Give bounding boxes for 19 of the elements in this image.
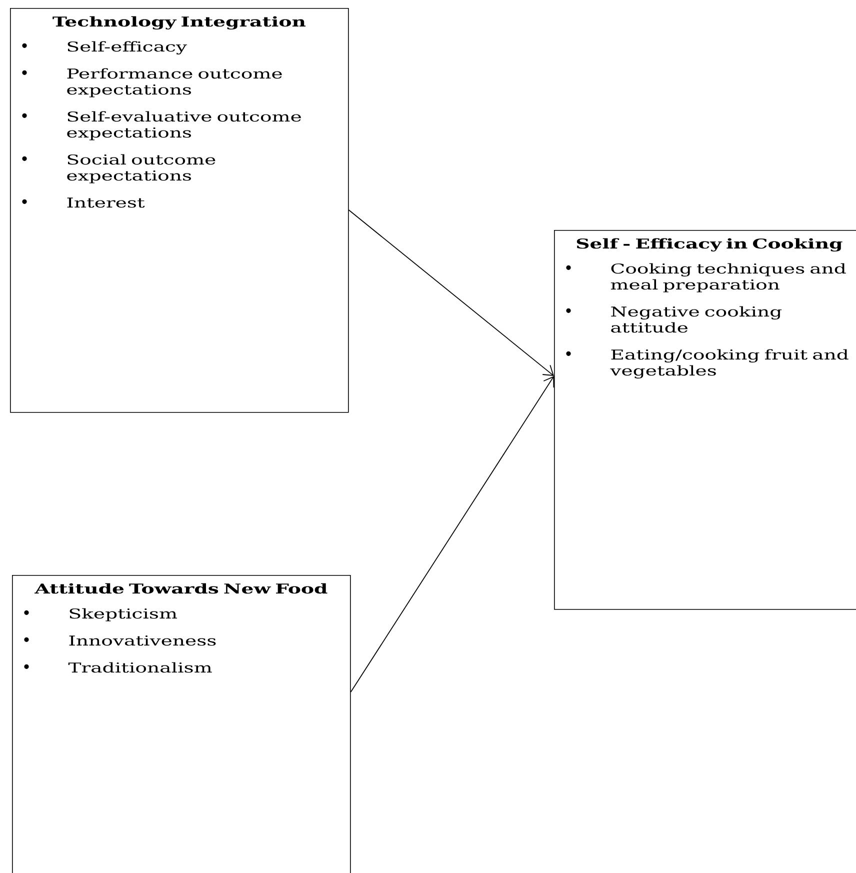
text-box bbox=[554, 230, 856, 610]
text-box bbox=[10, 8, 349, 413]
box-heading: Self - Efficacy in Cooking bbox=[576, 238, 842, 252]
bullet-item: Self-evaluative outcome expectations bbox=[67, 111, 301, 140]
arrow bbox=[348, 210, 554, 376]
bullet-item: Social outcome expectations bbox=[67, 154, 216, 184]
text-box bbox=[12, 575, 351, 873]
bullet-item: Cooking techniques and meal preparation bbox=[610, 263, 846, 292]
bullet-item: Interest bbox=[67, 198, 145, 208]
bullet-item: Negative cooking attitude bbox=[611, 306, 782, 333]
bullet-item: Performance outcome expectations bbox=[67, 68, 282, 98]
bullet-item: Eating/cooking fruit and vegetables bbox=[610, 349, 848, 378]
bullet-item: Innovativeness bbox=[69, 636, 216, 646]
box-heading: Attitude Towards New Food bbox=[34, 583, 328, 594]
box-heading: Technology Integration bbox=[52, 16, 306, 30]
arrow bbox=[350, 376, 554, 692]
bullet-item: Self-efficacy bbox=[68, 41, 187, 54]
bullet-item: Traditionalism bbox=[68, 662, 212, 673]
bullet-item: Skepticism bbox=[70, 608, 178, 622]
